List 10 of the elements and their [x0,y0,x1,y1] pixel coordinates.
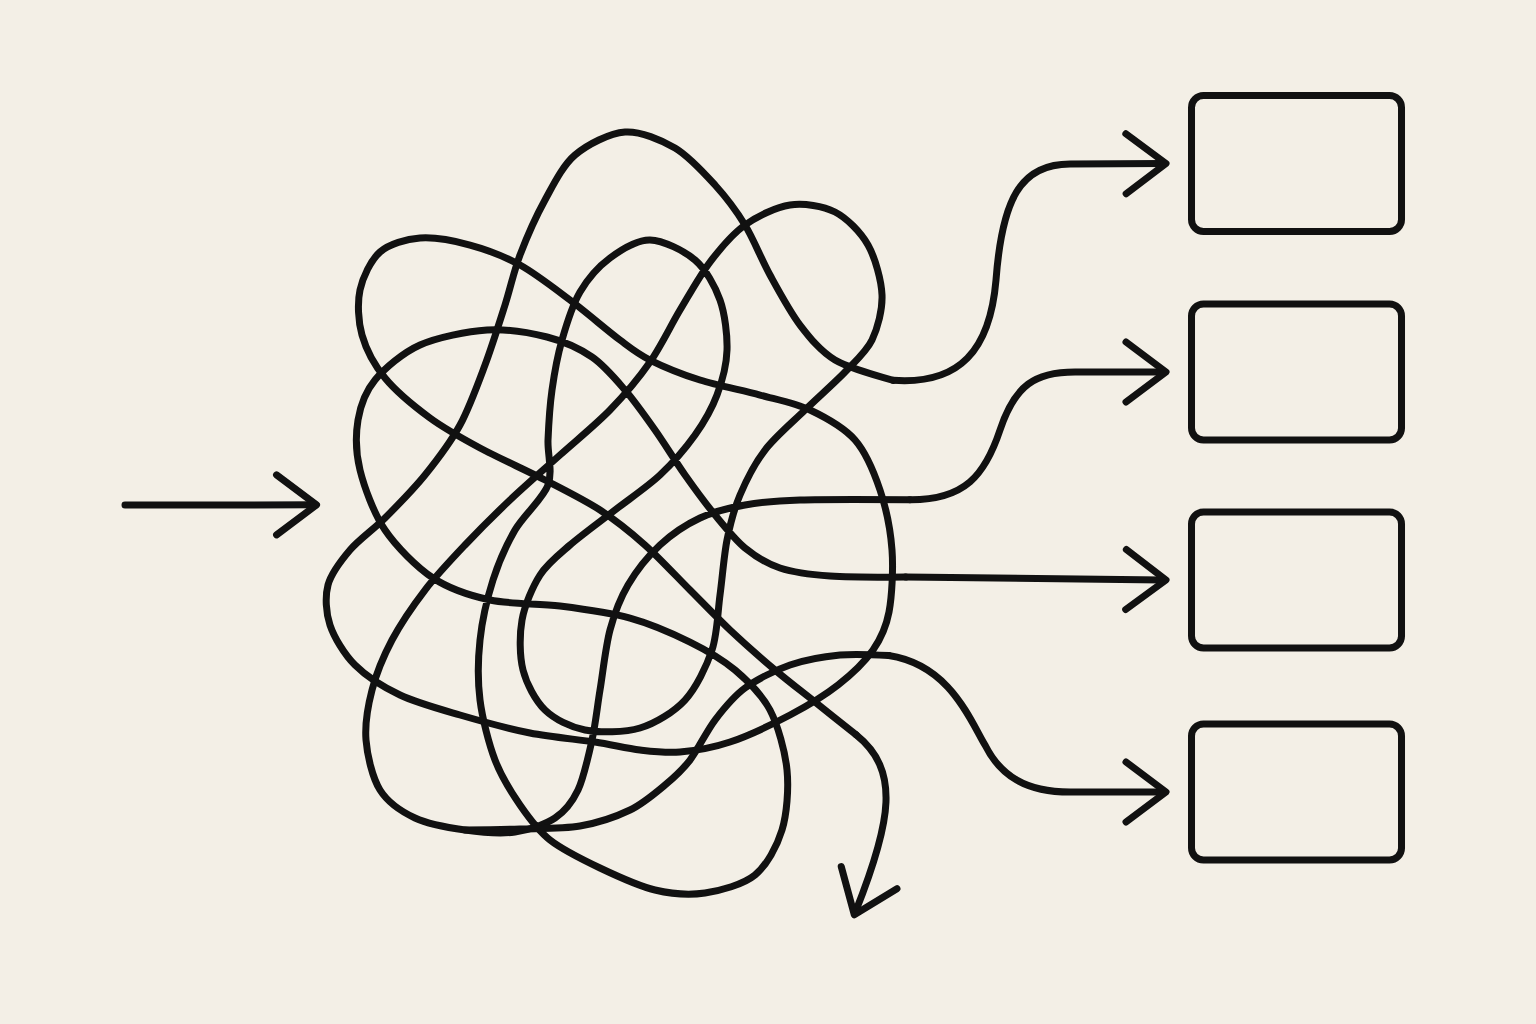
empty-box [1188,300,1405,444]
arrow [837,731,901,919]
arrow [902,546,1170,613]
arrow [885,652,1170,826]
arrow [121,471,321,539]
arrow [906,338,1170,504]
arrow [889,130,1170,385]
empty-box [1188,92,1405,235]
empty-box [1188,720,1405,864]
empty-box [1188,508,1405,652]
